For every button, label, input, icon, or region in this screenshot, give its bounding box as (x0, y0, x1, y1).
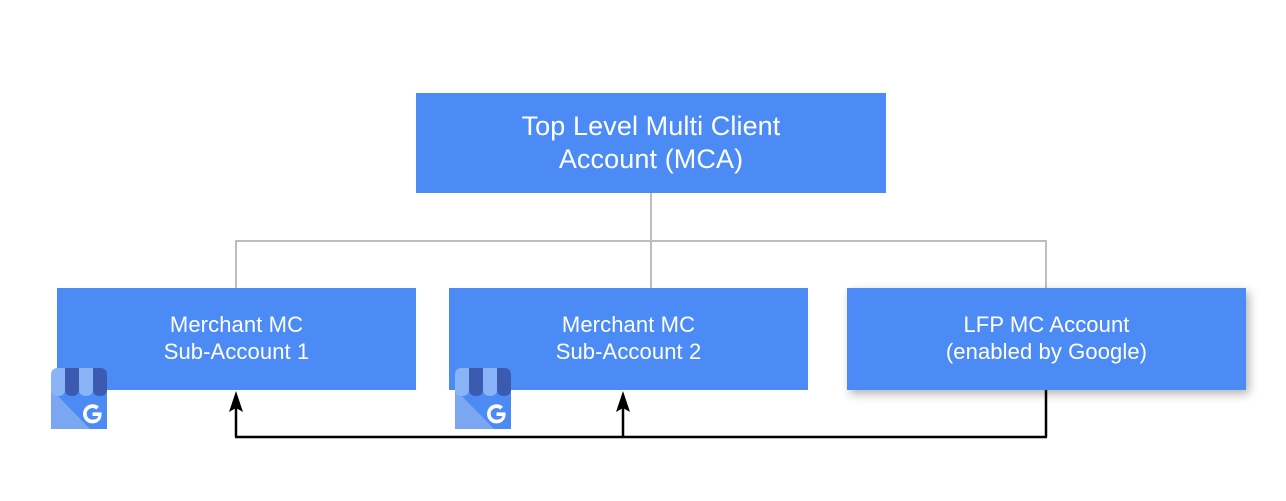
awning-scallop-2-shape (469, 368, 483, 396)
awning-scallop-3-shape (79, 368, 93, 396)
google-my-business-storefront-icon (51, 368, 107, 429)
node-merchant-mc-sub-account-2-line-2: Sub-Account 2 (555, 339, 702, 364)
google-my-business-storefront-icon (455, 368, 511, 429)
arrowhead-icon-sub2 (616, 391, 630, 412)
node-lfp-mc-account[interactable]: LFP MC Account (enabled by Google) (847, 288, 1246, 390)
arrowhead-icon-sub1 (229, 391, 243, 412)
awning-scallop-1-shape (51, 368, 65, 396)
node-top-level-mca[interactable]: Top Level Multi Client Account (MCA) (416, 93, 886, 193)
google-g-glyph-icon (487, 404, 506, 424)
node-merchant-mc-sub-account-1-line-1: Merchant MC (169, 312, 304, 338)
awning-scallop-3-shape (483, 368, 497, 396)
storefront-body-highlight-shape (455, 389, 494, 429)
google-g-glyph-icon (83, 404, 102, 424)
node-lfp-mc-account-line-1: LFP MC Account (963, 312, 1130, 338)
awning-scallop-1-shape (455, 368, 469, 396)
node-lfp-mc-account-line-2: (enabled by Google) (945, 339, 1148, 364)
node-merchant-mc-sub-account-1-line-2: Sub-Account 1 (163, 339, 310, 364)
awning-scallop-2-shape (65, 368, 79, 396)
node-merchant-mc-sub-account-2-line-1: Merchant MC (561, 312, 696, 338)
feedback-arrow-group (234, 390, 1048, 439)
tree-connector-group (235, 193, 1047, 289)
node-top-level-mca-line-2: Account (MCA) (558, 144, 744, 174)
feedback-arrowheads (229, 391, 630, 412)
awning-scallop-4-shape (497, 368, 511, 396)
node-top-level-mca-line-1: Top Level Multi Client (521, 111, 781, 142)
storefront-body-highlight-shape (51, 389, 90, 429)
node-merchant-mc-sub-account-1[interactable]: Merchant MC Sub-Account 1 (57, 288, 416, 390)
awning-scallop-4-shape (93, 368, 107, 396)
